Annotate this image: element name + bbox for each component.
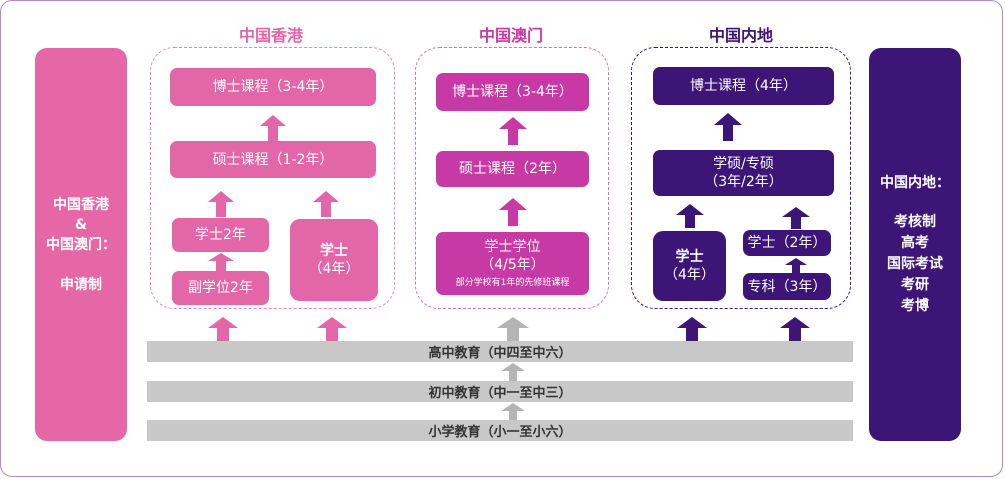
mainland-junior-college-label: 专科（3年） xyxy=(747,278,827,295)
right-sidebar-heading: 中国内地： xyxy=(880,174,950,191)
macau-bachelor-line2: （4/5年） xyxy=(480,257,545,273)
right-sidebar-item: 高考 xyxy=(901,234,929,251)
mainland-bachelor-2yr-box: 学士（2年） xyxy=(743,230,831,256)
mainland-region xyxy=(631,47,851,309)
mainland-bachelor-4yr-line1: 学士 xyxy=(675,249,704,265)
hk-bachelor-4yr-box: 学士 （4年） xyxy=(290,219,378,301)
junior-high-bar: 初中教育（中一至中三） xyxy=(147,381,853,402)
hk-associate-label: 副学位2年 xyxy=(188,280,253,296)
hk-bachelor-4yr-line2: （4年） xyxy=(308,261,360,277)
senior-high-label: 高中教育（中四至中六） xyxy=(428,346,572,361)
macau-region xyxy=(415,47,609,309)
arrow-up-icon xyxy=(313,191,339,217)
arrow-up-icon xyxy=(501,403,525,420)
macau-phd-label: 博士课程（3-4年） xyxy=(452,84,573,100)
arrow-up-icon xyxy=(499,198,527,226)
right-sidebar-item: 考核制 xyxy=(894,213,936,230)
primary-bar: 小学教育（小一至小六） xyxy=(147,420,853,441)
primary-label: 小学教育（小一至小六） xyxy=(428,425,572,440)
hk-associate-box: 副学位2年 xyxy=(172,271,269,305)
arrow-up-icon xyxy=(782,207,810,229)
mainland-master-line1: 学硕/专硕 xyxy=(713,156,774,172)
arrow-up-icon xyxy=(714,113,742,141)
arrow-up-icon xyxy=(208,253,234,271)
mainland-phd-box: 博士课程（4年） xyxy=(653,67,834,105)
left-sidebar-hk-macau: 中国香港 & 中国澳门： 申请制 xyxy=(35,48,127,441)
macau-bachelor-box: 学士学位 （4/5年） 部分学校有1年的先修班课程 xyxy=(436,232,589,295)
hk-bachelor-4yr-line1: 学士 xyxy=(320,243,348,259)
arrow-up-icon xyxy=(780,317,810,341)
arrow-up-icon xyxy=(260,115,286,141)
left-sidebar-line3: 中国澳门： xyxy=(46,236,116,253)
left-sidebar-line2: & xyxy=(74,216,88,233)
arrow-up-icon xyxy=(676,204,704,228)
left-sidebar-admission: 申请制 xyxy=(60,276,102,293)
mainland-master-line2: （3年/2年） xyxy=(704,174,783,190)
macau-master-box: 硕士课程（2年） xyxy=(436,151,589,187)
right-sidebar-mainland: 中国内地： 考核制 高考 国际考试 考研 考博 xyxy=(869,48,961,441)
left-sidebar-line1: 中国香港 xyxy=(53,196,109,213)
hk-title: 中国香港 xyxy=(238,26,303,45)
arrow-up-icon xyxy=(501,363,525,381)
arrow-up-icon xyxy=(785,258,807,273)
arrow-up-icon xyxy=(499,117,527,145)
hk-phd-label: 博士课程（3-4年） xyxy=(212,79,334,95)
hk-phd-box: 博士课程（3-4年） xyxy=(170,68,376,106)
mainland-bachelor-4yr-box: 学士 （4年） xyxy=(653,231,726,301)
right-sidebar-item: 考博 xyxy=(901,297,929,314)
mainland-bachelor-2yr-label: 学士（2年） xyxy=(747,235,827,251)
macau-master-label: 硕士课程（2年） xyxy=(459,161,566,177)
right-sidebar-item: 国际考试 xyxy=(887,255,943,272)
right-sidebar-item: 考研 xyxy=(901,276,929,293)
mainland-bachelor-4yr-line2: （4年） xyxy=(664,267,715,283)
mainland-master-box: 学硕/专硕 （3年/2年） xyxy=(653,150,834,196)
senior-high-bar: 高中教育（中四至中六） xyxy=(147,341,853,362)
mainland-phd-label: 博士课程（4年） xyxy=(690,78,797,94)
arrow-up-icon xyxy=(208,317,238,341)
arrow-up-icon xyxy=(497,317,529,341)
hk-bachelor-2yr-label: 学士2年 xyxy=(195,227,246,243)
mainland-title: 中国内地 xyxy=(708,26,773,45)
macau-phd-box: 博士课程（3-4年） xyxy=(436,73,589,111)
arrow-up-icon xyxy=(677,317,707,341)
junior-high-label: 初中教育（中一至中三） xyxy=(428,386,572,401)
macau-bachelor-line1: 学士学位 xyxy=(484,239,541,255)
macau-bachelor-note: 部分学校有1年的先修班课程 xyxy=(455,278,570,288)
hk-bachelor-2yr-box: 学士2年 xyxy=(172,218,269,252)
arrow-up-icon xyxy=(317,317,347,341)
hk-master-label: 硕士课程（1-2年） xyxy=(212,151,334,168)
hk-master-box: 硕士课程（1-2年） xyxy=(170,141,376,178)
macau-title: 中国澳门 xyxy=(478,26,543,45)
mainland-junior-college-box: 专科（3年） xyxy=(743,273,831,300)
arrow-up-icon xyxy=(208,191,234,217)
hk-region xyxy=(150,47,395,309)
